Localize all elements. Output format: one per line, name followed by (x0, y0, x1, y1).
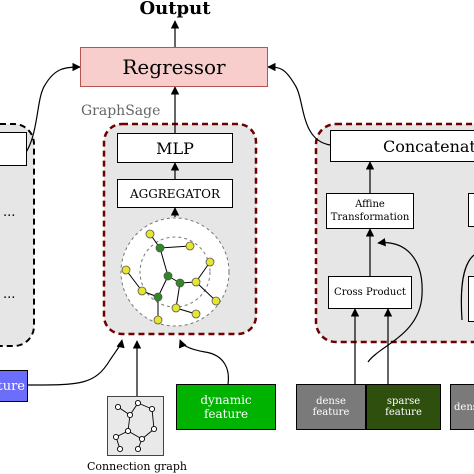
mlp-box: MLP (117, 133, 233, 163)
graph-node (155, 243, 165, 253)
graph-node (191, 309, 201, 319)
connection-graph-icon (112, 399, 158, 453)
left-ellipsis-2: ... (3, 287, 16, 302)
left-ellipsis-1: ... (3, 205, 16, 220)
graph-nodes (121, 229, 221, 325)
graph-node (171, 303, 181, 313)
left-feature-label: feature (0, 378, 25, 394)
aggregator-box: AGGREGATOR (117, 179, 233, 208)
left-panel-inner-box (0, 132, 27, 166)
arrow-sparse-to-affine (367, 237, 423, 363)
graph-node (153, 292, 163, 302)
left-feature-box: feature (0, 370, 28, 402)
left-panel (0, 123, 35, 347)
graph-node (163, 271, 173, 281)
connection-graph-image (107, 396, 164, 456)
dense-feature-right-label: dens (454, 401, 474, 413)
graph-node (137, 286, 147, 296)
arrow-left-feature-to-graphsage (27, 339, 125, 386)
dense-feature-box: dense feature (296, 384, 366, 430)
dense-feature-box-right: dens (450, 384, 474, 430)
graph-node (211, 296, 221, 306)
sparse-feature-box: sparse feature (366, 384, 441, 430)
dynamic-feature-box: dynamic feature (176, 384, 276, 430)
arrows (19, 20, 474, 396)
affine-transformation-box: Affine Transformation (326, 193, 414, 229)
graphsage-label: GraphSage (81, 103, 161, 119)
cross-product-box: Cross Product (328, 276, 412, 309)
arrow-right-edge (460, 254, 474, 321)
graph-node (191, 277, 201, 287)
affine-line-1: Affine (355, 199, 385, 210)
graph-node (175, 278, 185, 288)
arrow-dynamic-to-graphsage (178, 339, 230, 385)
arrow-concat-to-regressor (267, 62, 331, 146)
graph-node (153, 315, 163, 325)
output-title: Output (139, 0, 211, 19)
regressor-box: Regressor (80, 47, 268, 87)
graph-node (205, 257, 215, 267)
arrow-left-to-regressor (19, 62, 81, 161)
graph-node (185, 241, 195, 251)
connection-graph-label: Connection graph (86, 460, 187, 473)
right-partial-box-bottom (468, 276, 474, 322)
graph-node (145, 229, 155, 239)
affine-line-2: Transformation (330, 212, 410, 223)
graph-node (121, 265, 131, 275)
right-partial-box-top (468, 193, 474, 227)
concatenate-label: Concatenat (383, 136, 474, 156)
graph-outer-circle (120, 217, 230, 327)
concatenate-box: Concatenat (330, 130, 474, 162)
